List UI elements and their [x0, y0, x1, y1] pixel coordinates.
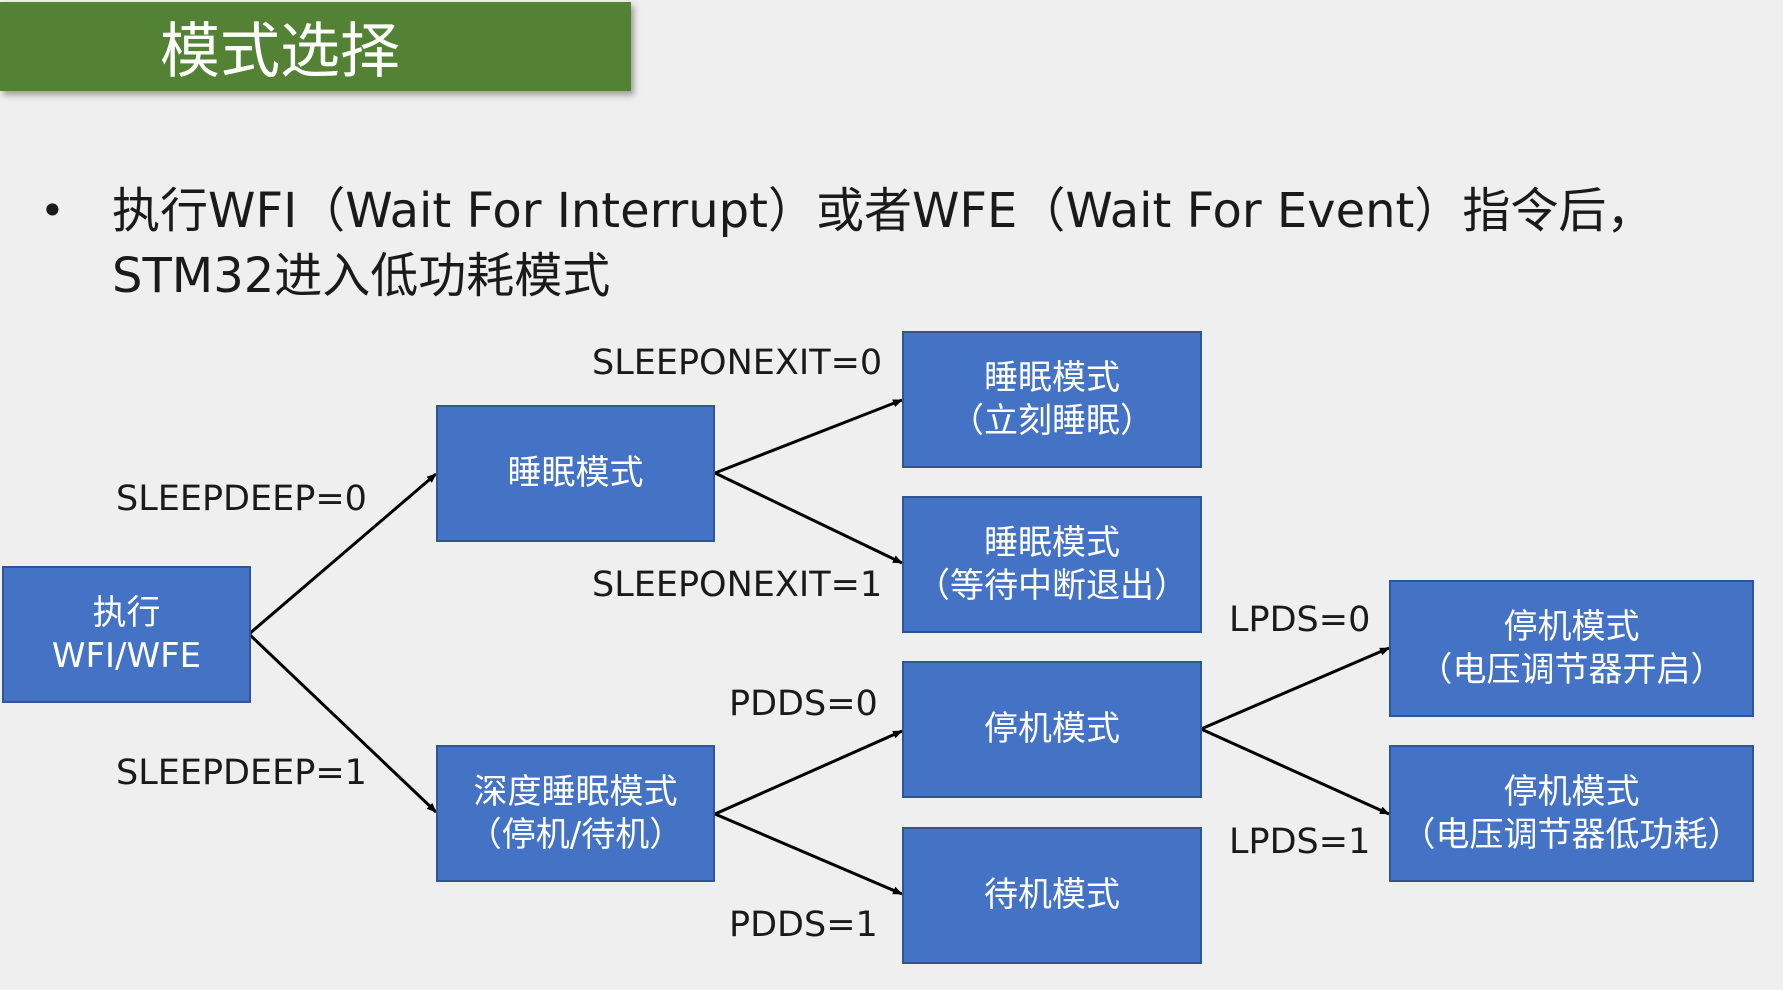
box-exec-line-2: WFI/WFE: [51, 635, 202, 676]
box-sleep-on-exit: 睡眠模式 （等待中断退出）: [902, 496, 1202, 633]
label-sleepdeep-1: SLEEPDEEP=1: [116, 753, 367, 793]
box-stop-regulator-on-line-2: （电压调节器开启）: [1418, 649, 1725, 690]
arrow-stop-to-regulator-on: [1200, 646, 1390, 731]
arrow-exec-to-deep-sleep: [247, 632, 438, 814]
title-bar: 模式选择: [0, 2, 631, 91]
box-stop-line-1: 停机模式: [984, 709, 1120, 749]
arrow-deep-to-standby: [714, 812, 903, 896]
label-pdds-0: PDDS=0: [729, 684, 878, 724]
bullet-line-2: STM32进入低功耗模式: [112, 248, 611, 304]
label-sleepdeep-0: SLEEPDEEP=0: [116, 479, 367, 519]
box-stop-regulator-low-line-1: 停机模式: [1503, 771, 1640, 812]
box-sleep-now-line-2: （立刻睡眠）: [950, 400, 1154, 441]
box-sleep-line-1: 睡眠模式: [507, 453, 644, 493]
box-deep-sleep-line-2: （停机/待机）: [467, 814, 684, 855]
box-standby-line-1: 待机模式: [984, 875, 1120, 915]
bullet-text: 执行WFI（Wait For Interrupt）或者WFE（Wait For …: [112, 179, 1772, 309]
box-exec-line-1: 执行: [92, 592, 161, 633]
box-deep-sleep-line-1: 深度睡眠模式: [473, 771, 678, 812]
label-lpds-1: LPDS=1: [1229, 822, 1371, 862]
box-sleep-on-exit-line-1: 睡眠模式: [984, 522, 1120, 563]
box-exec-wfi-wfe: 执行 WFI/WFE: [2, 566, 251, 703]
arrow-exec-to-sleep: [248, 472, 437, 636]
label-sleeponexit-0: SLEEPONEXIT=0: [592, 343, 883, 383]
box-sleep-now: 睡眠模式 （立刻睡眠）: [902, 331, 1202, 468]
box-deep-sleep-mode: 深度睡眠模式 （停机/待机）: [436, 745, 715, 882]
box-sleep-now-line-1: 睡眠模式: [984, 357, 1120, 398]
box-stop-mode: 停机模式: [902, 661, 1202, 798]
box-stop-regulator-low: 停机模式 （电压调节器低功耗）: [1389, 745, 1754, 882]
bullet-marker: •: [40, 186, 65, 235]
bullet-line-1: 执行WFI（Wait For Interrupt）或者WFE（Wait For …: [112, 183, 1655, 239]
arrow-deep-to-stop: [714, 729, 903, 816]
label-pdds-1: PDDS=1: [729, 905, 878, 945]
box-stop-regulator-on-line-1: 停机模式: [1503, 606, 1640, 647]
arrow-stop-to-regulator-low: [1200, 727, 1390, 816]
box-stop-regulator-low-line-2: （电压调节器低功耗）: [1401, 814, 1742, 855]
box-sleep-on-exit-line-2: （等待中断退出）: [916, 565, 1188, 606]
label-sleeponexit-1: SLEEPONEXIT=1: [592, 565, 883, 605]
arrow-sleep-to-sleep-on-exit: [714, 471, 903, 565]
label-lpds-0: LPDS=0: [1229, 600, 1371, 640]
box-stop-regulator-on: 停机模式 （电压调节器开启）: [1389, 580, 1754, 717]
box-sleep-mode: 睡眠模式: [436, 405, 715, 542]
arrow-sleep-to-sleep-now: [714, 398, 903, 475]
page-title: 模式选择: [160, 17, 400, 87]
box-standby-mode: 待机模式: [902, 827, 1202, 964]
